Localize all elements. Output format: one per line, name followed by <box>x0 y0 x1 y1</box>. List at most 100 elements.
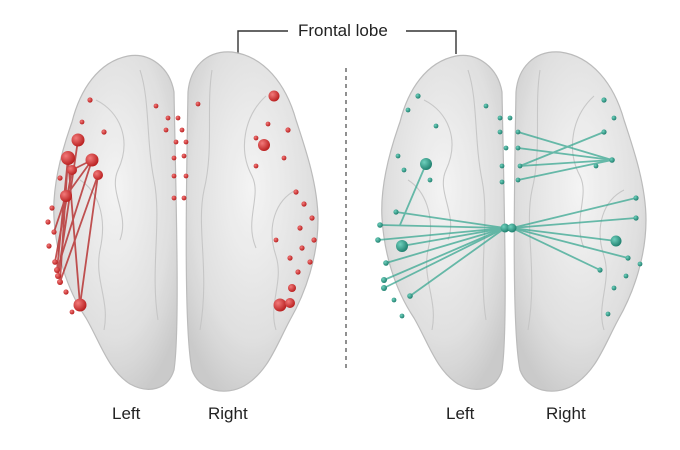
red-node <box>311 237 317 243</box>
teal-edge <box>519 159 613 167</box>
red-node <box>55 273 61 279</box>
teal-node <box>517 163 523 169</box>
teal-node <box>375 237 381 243</box>
red-node <box>171 173 177 179</box>
teal-node <box>483 103 489 109</box>
red-node <box>79 119 85 125</box>
red-node <box>69 309 75 315</box>
red-node <box>281 155 287 161</box>
red-node <box>61 151 75 165</box>
teal-edge <box>511 197 637 229</box>
teal-node <box>500 223 510 233</box>
teal-node <box>383 260 389 266</box>
red-edge <box>59 174 99 283</box>
teal-node <box>396 240 408 252</box>
red-node <box>54 267 60 273</box>
red-node <box>273 298 287 312</box>
teal-edge <box>385 227 506 264</box>
teal-edge <box>379 224 506 229</box>
red-node <box>183 139 189 145</box>
red-node <box>51 229 57 235</box>
red-edge <box>56 159 93 271</box>
teal-node <box>515 177 521 183</box>
red-node <box>307 259 313 265</box>
red-node <box>87 97 93 103</box>
red-node <box>309 215 315 221</box>
panel2-left-label: Left <box>446 404 475 423</box>
teal-node <box>515 145 521 151</box>
teal-node <box>393 209 399 215</box>
red-node <box>183 173 189 179</box>
frontal-lobe-bracket <box>237 30 457 54</box>
teal-node <box>601 97 607 103</box>
teal-edge <box>401 227 506 247</box>
teal-edge <box>511 227 617 242</box>
teal-node <box>605 311 611 317</box>
left-hemisphere-right-panel <box>381 54 506 390</box>
red-node <box>153 103 159 109</box>
red-node <box>195 101 201 107</box>
teal-edge <box>517 147 613 161</box>
red-edge <box>57 139 79 277</box>
teal-edge <box>377 227 506 241</box>
red-node <box>285 127 291 133</box>
brain-left-panel <box>53 51 319 392</box>
red-node <box>297 225 303 231</box>
teal-node <box>507 115 513 121</box>
red-node <box>253 163 259 169</box>
red-node <box>285 298 295 308</box>
teal-network <box>375 93 643 319</box>
red-node <box>165 115 171 121</box>
panel2-right-label: Right <box>546 404 586 423</box>
red-node <box>179 127 185 133</box>
teal-node <box>611 285 617 291</box>
teal-node <box>381 277 387 283</box>
red-node <box>67 165 77 175</box>
teal-edge <box>383 227 506 281</box>
red-node <box>301 201 307 207</box>
frontal-lobe-label: Frontal lobe <box>298 21 388 40</box>
red-edge <box>54 169 73 263</box>
red-network <box>45 90 317 315</box>
red-node <box>60 190 72 202</box>
red-node <box>268 90 280 102</box>
teal-node <box>401 167 407 173</box>
teal-node <box>593 163 599 169</box>
teal-edge <box>511 227 601 271</box>
red-node <box>265 121 271 127</box>
red-edge <box>67 157 81 306</box>
teal-edge <box>517 131 613 161</box>
red-node <box>93 170 103 180</box>
red-node <box>52 259 58 265</box>
teal-node <box>497 115 503 121</box>
teal-node <box>427 177 433 183</box>
teal-edge <box>399 163 427 226</box>
teal-node <box>633 195 639 201</box>
teal-edge <box>511 227 629 259</box>
red-nodes <box>45 90 317 315</box>
red-node <box>101 129 107 135</box>
red-node <box>45 219 51 225</box>
red-node <box>171 195 177 201</box>
red-node <box>258 139 270 151</box>
red-edges <box>53 139 99 306</box>
red-node <box>85 153 99 167</box>
red-node <box>293 189 299 195</box>
teal-node <box>407 293 413 299</box>
teal-edges <box>377 131 637 297</box>
red-node <box>253 135 259 141</box>
red-node <box>171 155 177 161</box>
teal-node <box>597 267 603 273</box>
red-node <box>57 175 63 181</box>
teal-node <box>499 179 505 185</box>
teal-node <box>395 153 401 159</box>
teal-node <box>499 163 505 169</box>
teal-node <box>391 297 397 303</box>
teal-node <box>609 157 615 163</box>
red-node <box>273 237 279 243</box>
teal-node <box>610 235 622 247</box>
teal-node <box>433 123 439 129</box>
red-node <box>287 255 293 261</box>
red-node <box>295 269 301 275</box>
red-node <box>181 153 187 159</box>
